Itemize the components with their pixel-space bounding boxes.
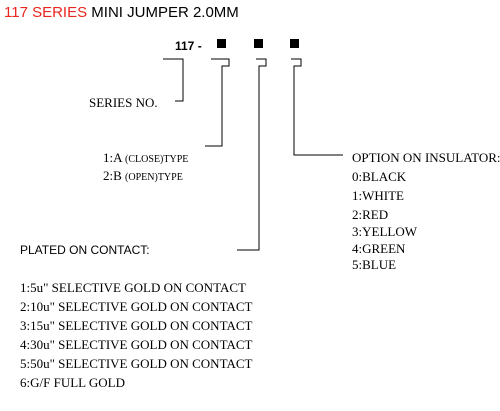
plating-code-box [254,39,263,48]
type-option-a: 1:A (CLOSE)TYPE [103,150,188,166]
insulator-connector [291,58,343,156]
product-title: MINI JUMPER 2.0MM [91,4,239,21]
plated-option: 6:G/F FULL GOLD [20,375,125,390]
series-label: SERIES NO. [89,95,158,110]
insulator-option: 0:BLACK [352,169,407,184]
part-prefix: 117 - [175,39,202,53]
type-option-desc: (CLOSE)TYPE [125,154,189,165]
insulator-option: 2:RED [352,207,389,222]
type-option-code: 1:A [103,150,122,165]
series-connector [163,58,184,102]
plated-option: 3:15u" SELECTIVE GOLD ON CONTACT [20,318,253,333]
type-option-code: 2:B [103,168,122,183]
plated-option: 4:30u" SELECTIVE GOLD ON CONTACT [20,337,253,352]
series-title: 117 SERIES [4,4,88,21]
type-option-desc: (OPEN)TYPE [125,172,183,183]
plated-option: 1:5u" SELECTIVE GOLD ON CONTACT [20,280,246,295]
type-connector [205,58,230,147]
type-option-b: 2:B (OPEN)TYPE [103,168,183,184]
type-code-box [217,39,226,48]
page-title: 117 SERIES MINI JUMPER 2.0MM [4,4,239,21]
plated-option: 2:10u" SELECTIVE GOLD ON CONTACT [20,299,253,314]
plated-label: PLATED ON CONTACT: [20,243,150,257]
plated-connector [237,58,267,251]
plated-option: 5:50u" SELECTIVE GOLD ON CONTACT [20,356,253,371]
insulator-option: 1:WHITE [352,188,404,203]
insulator-option: 3:YELLOW [352,224,417,239]
insulator-option: 5:BLUE [352,257,397,272]
insulator-code-box [290,39,299,48]
insulator-option: 4:GREEN [352,241,406,256]
insulator-label: OPTION ON INSULATOR: [352,150,500,165]
